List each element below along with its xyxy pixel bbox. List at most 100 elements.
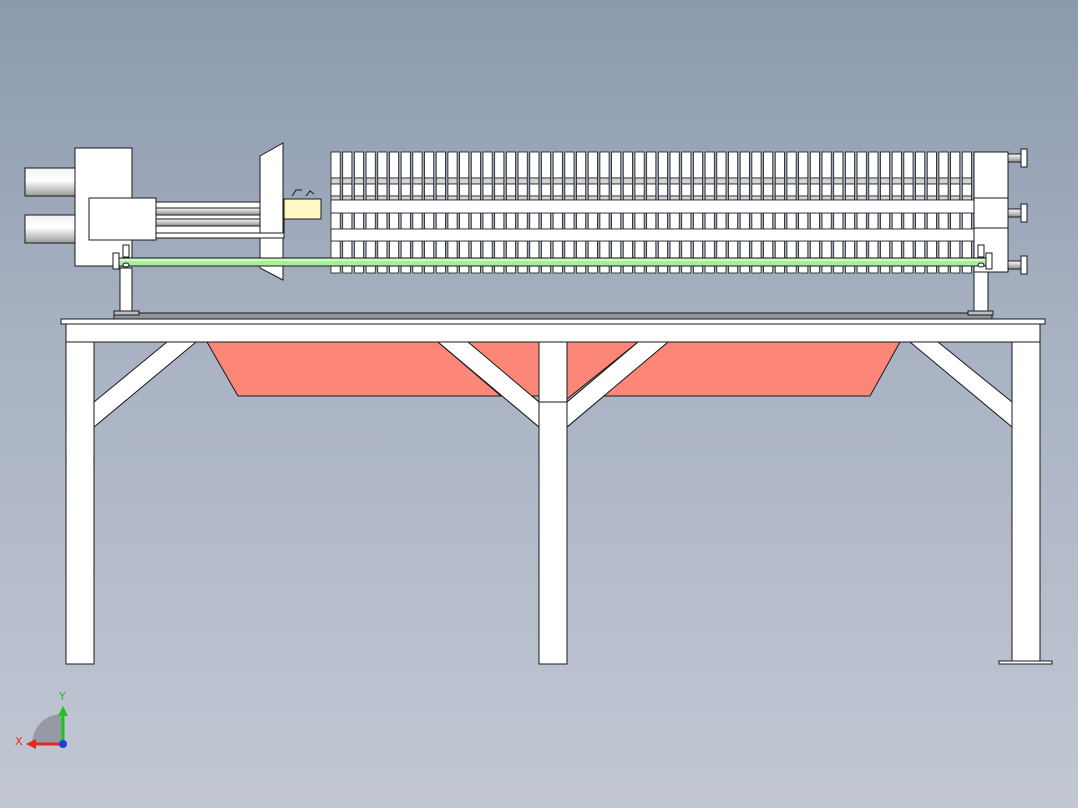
filter-plate-segment bbox=[950, 212, 961, 230]
filter-plate-segment bbox=[669, 151, 680, 179]
filter-plate-segment bbox=[459, 195, 470, 201]
filter-plate-segment bbox=[774, 151, 785, 179]
filter-plate-segment bbox=[809, 212, 820, 230]
filter-plate-segment bbox=[728, 183, 739, 197]
filter-plate-segment bbox=[868, 240, 879, 274]
filter-plate-segment bbox=[681, 195, 692, 201]
filter-plate-segment bbox=[657, 212, 668, 230]
filter-plate-segment bbox=[482, 195, 493, 201]
filter-plate-segment bbox=[435, 212, 446, 230]
filter-plate-segment bbox=[622, 212, 633, 230]
frame-right-leg bbox=[1011, 341, 1041, 663]
filter-plate bbox=[622, 151, 633, 274]
filter-plate-segment bbox=[751, 240, 762, 274]
filter-plate-segment bbox=[564, 151, 575, 179]
filter-plate-segment bbox=[798, 151, 809, 179]
filter-plate-segment bbox=[798, 240, 809, 274]
filter-plate-segment bbox=[494, 240, 505, 274]
filter-plate-segment bbox=[505, 195, 516, 201]
filter-plate-segment bbox=[891, 183, 902, 197]
x-axis-label: X bbox=[15, 735, 23, 748]
filter-plate-segment bbox=[564, 183, 575, 197]
filter-plate-segment bbox=[704, 183, 715, 197]
filter-plate-segment bbox=[926, 212, 937, 230]
filter-plate-segment bbox=[868, 151, 879, 179]
filter-plate-segment bbox=[681, 151, 692, 179]
filter-plate bbox=[541, 151, 552, 274]
filter-plate-segment bbox=[576, 183, 587, 197]
filter-plate-segment bbox=[903, 240, 914, 274]
filter-plate-segment bbox=[950, 183, 961, 197]
filter-plate bbox=[693, 151, 704, 274]
guide-rod-assembly bbox=[112, 244, 993, 270]
connecting-bar bbox=[155, 232, 285, 239]
filter-plate bbox=[868, 151, 879, 274]
filter-plate-segment bbox=[482, 151, 493, 179]
filter-plate-segment bbox=[494, 212, 505, 230]
brace-center-right-overlay bbox=[566, 341, 670, 429]
filter-plate-segment bbox=[389, 212, 400, 230]
filter-plate-segment bbox=[821, 151, 832, 179]
filter-plate-segment bbox=[494, 195, 505, 201]
filter-plate-segment bbox=[739, 183, 750, 197]
filter-plate-segment bbox=[424, 183, 435, 197]
filter-plate bbox=[961, 151, 972, 274]
filter-plate-segment bbox=[880, 183, 891, 197]
filter-plate bbox=[529, 151, 540, 274]
filter-plate-segment bbox=[693, 183, 704, 197]
filter-plate-segment bbox=[809, 195, 820, 201]
filter-plate-segment bbox=[693, 177, 704, 185]
filter-plate-segment bbox=[517, 183, 528, 197]
filter-plate bbox=[377, 151, 388, 274]
filter-plate-segment bbox=[961, 195, 972, 201]
filter-plate-segment bbox=[435, 177, 446, 185]
guide-rod bbox=[116, 257, 993, 267]
filter-plate-segment bbox=[926, 183, 937, 197]
guide-rod-right-nut bbox=[977, 262, 985, 268]
filter-plate-segment bbox=[868, 212, 879, 230]
filter-plate-segment bbox=[611, 195, 622, 201]
x-axis-arrow-head bbox=[26, 739, 36, 749]
filter-plate-segment bbox=[447, 177, 458, 185]
filter-plate-segment bbox=[377, 151, 388, 179]
filter-plate-segment bbox=[400, 240, 411, 274]
filter-plate bbox=[809, 151, 820, 274]
filter-plate-segment bbox=[716, 212, 727, 230]
filter-plate-segment bbox=[657, 195, 668, 201]
filter-plate-segment bbox=[365, 151, 376, 179]
filter-plate-segment bbox=[669, 177, 680, 185]
filter-plate-segment bbox=[926, 240, 937, 274]
filter-plate-segment bbox=[342, 183, 353, 197]
filter-plate-segment bbox=[400, 195, 411, 201]
filter-plate-segment bbox=[809, 183, 820, 197]
filter-plate-segment bbox=[786, 177, 797, 185]
filter-plate-segment bbox=[646, 177, 657, 185]
filter-plate-segment bbox=[622, 195, 633, 201]
filter-plate-segment bbox=[622, 177, 633, 185]
filter-plate-segment bbox=[622, 240, 633, 274]
filter-plate-segment bbox=[541, 177, 552, 185]
filter-plate-segment bbox=[494, 151, 505, 179]
filter-plate-segment bbox=[903, 177, 914, 185]
filter-plate-stack bbox=[330, 151, 975, 274]
filter-plate-segment bbox=[377, 183, 388, 197]
filter-plate-segment bbox=[938, 183, 949, 197]
filter-plate-segment bbox=[622, 183, 633, 197]
filter-plate-segment bbox=[669, 195, 680, 201]
filter-plate-segment bbox=[634, 240, 645, 274]
filter-plate-segment bbox=[868, 177, 879, 185]
filter-plate-segment bbox=[576, 195, 587, 201]
filter-plate-segment bbox=[728, 177, 739, 185]
filter-plate-segment bbox=[517, 177, 528, 185]
outlet-pipe-top bbox=[1007, 153, 1023, 163]
filter-plate-segment bbox=[365, 195, 376, 201]
filter-plate-segment bbox=[342, 212, 353, 230]
filter-plate-segment bbox=[891, 212, 902, 230]
filter-plate-segment bbox=[482, 177, 493, 185]
filter-plate-segment bbox=[400, 183, 411, 197]
filter-plate-segment bbox=[891, 151, 902, 179]
filter-plate-segment bbox=[669, 212, 680, 230]
filter-plate-segment bbox=[505, 212, 516, 230]
